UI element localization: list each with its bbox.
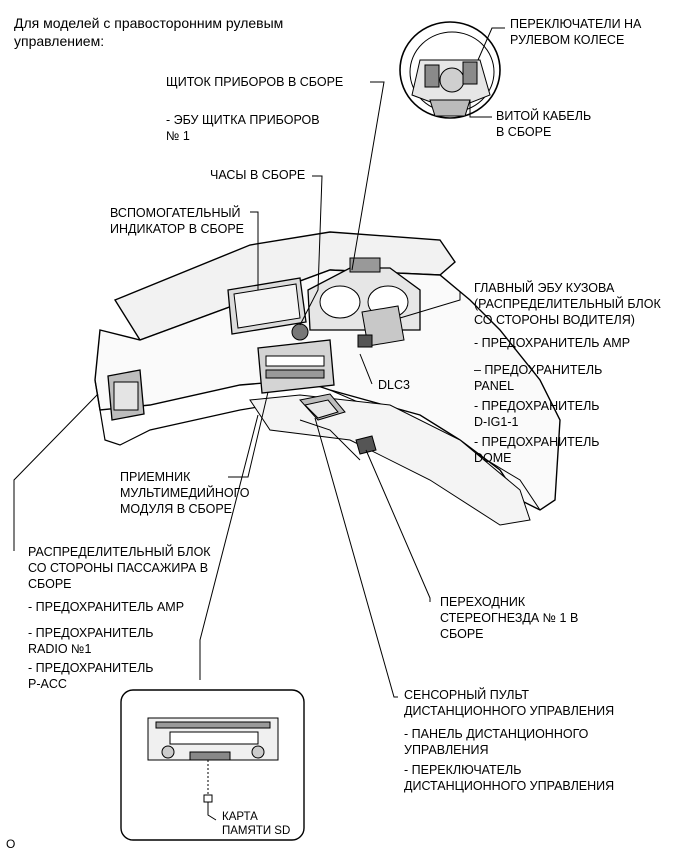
touch-remote-drawing bbox=[299, 393, 346, 421]
label-spiral-cable: ВИТОЙ КАБЕЛЬ В СБОРЕ bbox=[496, 109, 592, 139]
footer-code: O bbox=[6, 837, 16, 851]
label-clock: ЧАСЫ В СБОРЕ bbox=[210, 168, 306, 182]
label-sd-card: КАРТА ПАМЯТИ SD bbox=[222, 811, 291, 837]
label-fuse-dome: - ПРЕДОХРАНИТЕЛЬ DOME bbox=[474, 435, 600, 465]
label-remote-switch: - ПЕРЕКЛЮЧАТЕЛЬ ДИСТАНЦИОННОГО УПРАВЛЕНИ… bbox=[404, 763, 615, 793]
label-fuse-radio: - ПРЕДОХРАНИТЕЛЬ RADIO №1 bbox=[28, 626, 154, 656]
steering-wheel-drawing bbox=[399, 21, 501, 119]
label-fuse-dig1: - ПРЕДОХРАНИТЕЛЬ D-IG1-1 bbox=[474, 399, 600, 429]
label-fuse-amp-driver: - ПРЕДОХРАНИТЕЛЬ AMP bbox=[474, 336, 631, 350]
label-multimedia-receiver: ПРИЕМНИК МУЛЬТИМЕДИЙНОГО МОДУЛЯ В СБОРЕ bbox=[120, 470, 250, 516]
label-touch-remote: СЕНСОРНЫЙ ПУЛЬТ ДИСТАНЦИОННОГО УПРАВЛЕНИ… bbox=[404, 688, 615, 718]
label-fuse-amp-passenger: - ПРЕДОХРАНИТЕЛЬ AMP bbox=[28, 600, 185, 614]
label-remote-panel: - ПАНЕЛЬ ДИСТАНЦИОННОГО УПРАВЛЕНИЯ bbox=[404, 727, 589, 757]
passenger-junction-drawing bbox=[107, 369, 145, 421]
label-combination-meter: ЩИТОК ПРИБОРОВ В СБОРЕ bbox=[166, 75, 344, 89]
label-stereo-jack: ПЕРЕХОДНИК СТЕРЕОГНЕЗДА № 1 В СБОРЕ bbox=[440, 595, 579, 641]
label-fuse-panel: – ПРЕДОХРАНИТЕЛЬ PANEL bbox=[474, 363, 603, 393]
accessory-indicator-drawing bbox=[227, 277, 307, 335]
label-dlc3: DLC3 bbox=[378, 378, 410, 392]
label-fuse-pacc: - ПРЕДОХРАНИТЕЛЬ P-ACC bbox=[28, 661, 154, 691]
sd-card-inset bbox=[120, 689, 305, 841]
label-accessory-indicator: ВСПОМОГАТЕЛЬНЫЙ ИНДИКАТОР В СБОРЕ bbox=[110, 206, 245, 236]
label-passenger-junction: РАСПРЕДЕЛИТЕЛЬНЫЙ БЛОК СО СТОРОНЫ ПАССАЖ… bbox=[28, 545, 211, 591]
stereo-jack-drawing bbox=[355, 435, 377, 455]
main-body-ecu-drawing bbox=[357, 305, 405, 348]
label-main-body-ecu: ГЛАВНЫЙ ЭБУ КУЗОВА (РАСПРЕДЕЛИТЕЛЬНЫЙ БЛ… bbox=[474, 281, 661, 327]
multimedia-receiver-drawing bbox=[257, 339, 335, 394]
leader-lines bbox=[13, 27, 505, 698]
label-meter-ecu: - ЭБУ ЩИТКА ПРИБОРОВ № 1 bbox=[166, 113, 320, 143]
page-header: Для моделей с правосторонним рулевым упр… bbox=[14, 15, 284, 49]
label-steering-switches: ПЕРЕКЛЮЧАТЕЛИ НА РУЛЕВОМ КОЛЕСЕ bbox=[510, 17, 642, 47]
clock-drawing bbox=[291, 323, 309, 341]
